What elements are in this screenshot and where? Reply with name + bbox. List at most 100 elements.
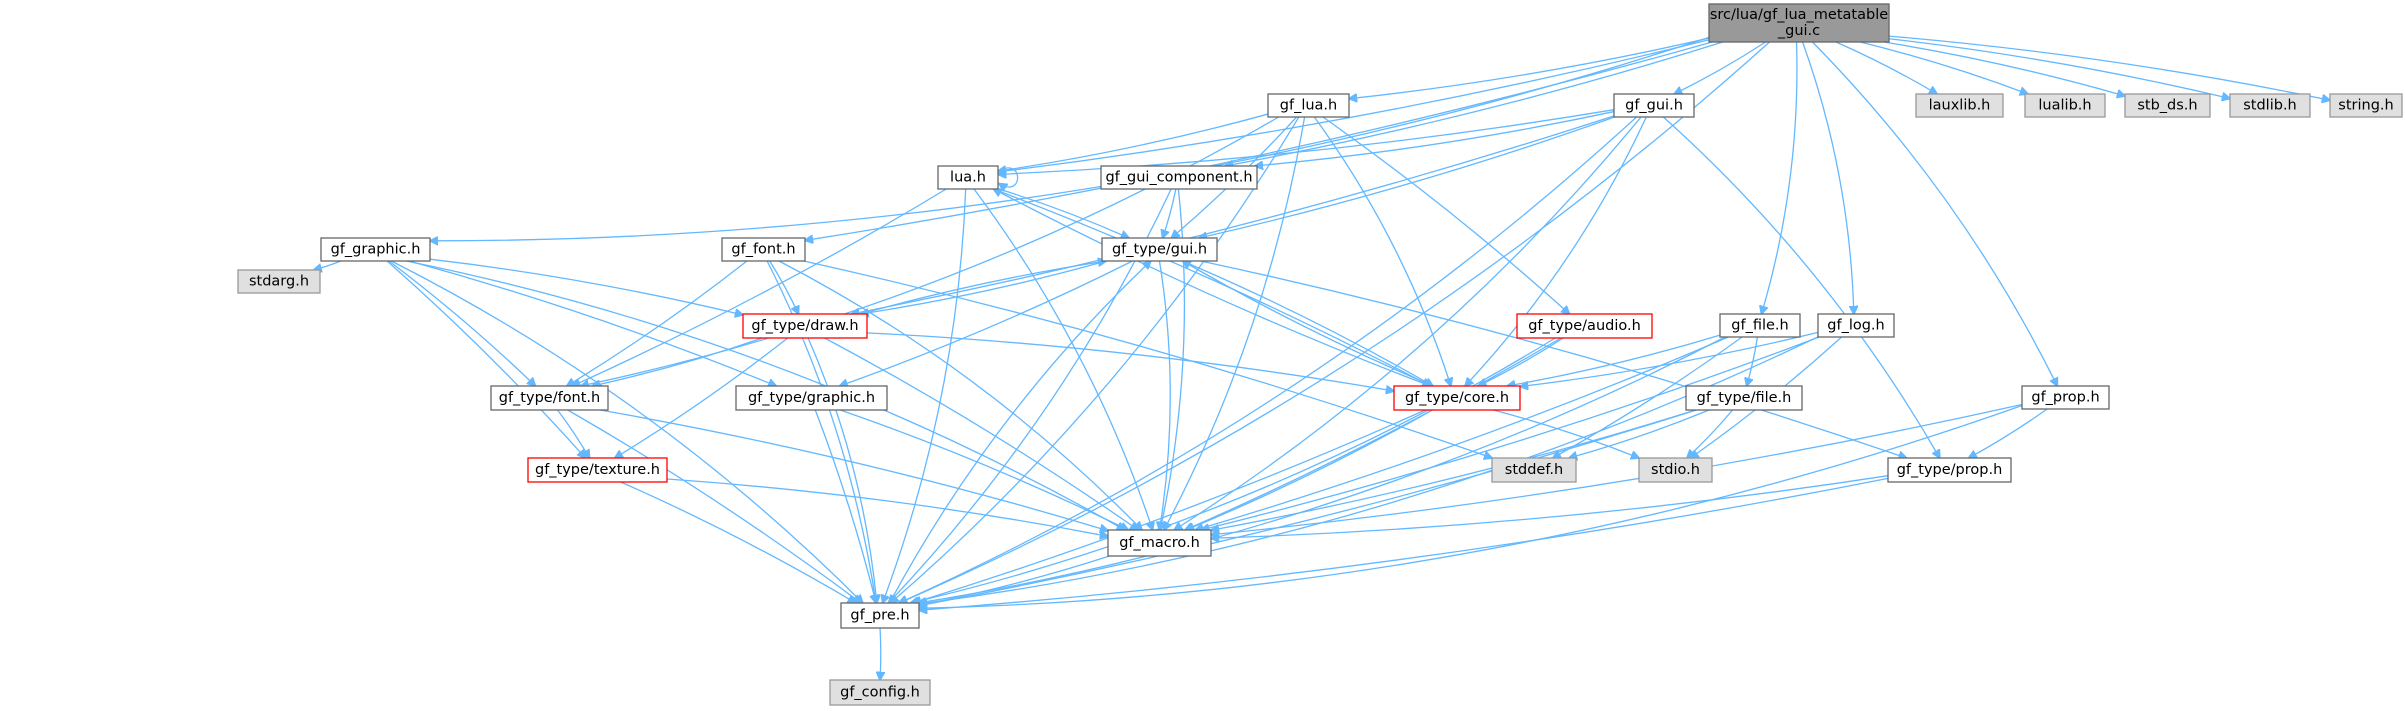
node-type_core[interactable]: gf_type/core.h bbox=[1393, 385, 1521, 411]
edge-gf_macro-to-gf_pre bbox=[919, 555, 1110, 605]
node-label-gf_graphic: gf_graphic.h bbox=[331, 242, 421, 258]
edge-gf_graphic-to-gf_pre bbox=[391, 260, 862, 603]
node-label-type_font: gf_type/font.h bbox=[499, 390, 601, 406]
edge-type_graphic-to-gf_macro bbox=[840, 409, 1128, 530]
edge-gf_graphic-to-type_draw bbox=[429, 258, 743, 315]
node-label-type_texture: gf_type/texture.h bbox=[535, 462, 660, 478]
node-lualib: lualib.h bbox=[2024, 93, 2106, 118]
node-gf_graphic[interactable]: gf_graphic.h bbox=[320, 237, 431, 262]
node-box-type_draw bbox=[742, 313, 868, 339]
edge-gf_graphic-to-stdarg bbox=[314, 260, 342, 270]
node-gf_lua[interactable]: gf_lua.h bbox=[1267, 93, 1350, 118]
node-box-stddef bbox=[1491, 457, 1577, 483]
edge-gf_file-to-gf_macro bbox=[1195, 336, 1729, 530]
edge-root-to-gf_lua bbox=[1349, 37, 1710, 99]
edge-type_texture-to-gf_macro bbox=[666, 478, 1108, 536]
node-box-gf_log bbox=[1817, 313, 1895, 338]
node-label-type_prop: gf_type/prop.h bbox=[1897, 462, 2003, 478]
node-type_graphic[interactable]: gf_type/graphic.h bbox=[735, 385, 888, 411]
edge-gf_font-to-gf_pre bbox=[766, 260, 876, 603]
edge-type_gui-to-type_prop bbox=[1200, 260, 1907, 458]
node-box-stdio bbox=[1638, 457, 1713, 483]
edge-type_core-to-stdio bbox=[1493, 409, 1639, 458]
node-label-lua: lua.h bbox=[950, 170, 986, 186]
node-label-string: string.h bbox=[2338, 98, 2393, 114]
edge-gf_font-to-type_draw bbox=[769, 260, 799, 314]
edge-root-to-lua bbox=[998, 39, 1710, 172]
edge-type_graphic-to-gf_pre bbox=[814, 409, 876, 603]
edge-type_draw-to-type_texture bbox=[615, 337, 789, 458]
node-type_file[interactable]: gf_type/file.h bbox=[1685, 385, 1803, 411]
node-label-lauxlib: lauxlib.h bbox=[1929, 98, 1991, 114]
node-stddef: stddef.h bbox=[1491, 457, 1577, 483]
node-gui_comp[interactable]: gf_gui_component.h bbox=[1100, 165, 1258, 190]
edge-gf_file-to-stddef bbox=[1553, 336, 1743, 458]
edge-gf_lua-to-type_core bbox=[1313, 116, 1451, 386]
node-label-root-0: src/lua/gf_lua_metatable bbox=[1710, 7, 1888, 23]
edge-type_font-to-gf_pre bbox=[567, 409, 861, 603]
edge-gf_font-to-gf_macro bbox=[778, 260, 1142, 530]
edge-root-to-stdlib bbox=[1888, 38, 2230, 99]
node-gf_gui[interactable]: gf_gui.h bbox=[1613, 93, 1695, 118]
node-root[interactable]: src/lua/gf_lua_metatable_gui.c bbox=[1708, 3, 1890, 43]
node-gf_font[interactable]: gf_font.h bbox=[721, 237, 806, 262]
edge-gf_gui-to-type_core bbox=[1465, 116, 1647, 386]
edge-gf_lua-to-gf_macro bbox=[1164, 116, 1306, 530]
node-box-stb_ds bbox=[2124, 93, 2211, 118]
node-label-gf_config: gf_config.h bbox=[840, 685, 920, 701]
edge-type_file-to-stddef bbox=[1569, 409, 1710, 458]
node-gf_prop[interactable]: gf_prop.h bbox=[2021, 385, 2110, 410]
node-label-gf_macro: gf_macro.h bbox=[1119, 535, 1200, 551]
node-type_font[interactable]: gf_type/font.h bbox=[490, 385, 609, 411]
edge-gf_graphic-to-gf_macro bbox=[406, 260, 1125, 530]
edge-type_core-to-type_gui bbox=[1183, 261, 1434, 387]
node-stb_ds: stb_ds.h bbox=[2124, 93, 2211, 118]
edge-root-to-string bbox=[1888, 35, 2330, 100]
node-type_texture[interactable]: gf_type/texture.h bbox=[527, 457, 668, 483]
edge-lua-to-gf_macro bbox=[973, 188, 1153, 530]
edge-root-to-gf_file bbox=[1761, 41, 1798, 314]
node-label-gf_lua: gf_lua.h bbox=[1280, 98, 1337, 114]
edge-type_draw-to-gf_macro bbox=[824, 337, 1139, 530]
node-type_draw[interactable]: gf_type/draw.h bbox=[742, 313, 868, 339]
edge-gf_file-to-gf_pre bbox=[918, 336, 1726, 603]
node-box-lua bbox=[937, 165, 999, 190]
node-type_gui[interactable]: gf_type/gui.h bbox=[1101, 237, 1218, 262]
node-box-root bbox=[1708, 3, 1890, 43]
node-type_prop[interactable]: gf_type/prop.h bbox=[1887, 457, 2012, 483]
node-box-gf_lua bbox=[1267, 93, 1350, 118]
edge-root-to-lauxlib bbox=[1835, 41, 1937, 94]
node-label-type_audio: gf_type/audio.h bbox=[1528, 318, 1641, 334]
node-box-type_graphic bbox=[735, 385, 888, 411]
node-gf_log[interactable]: gf_log.h bbox=[1817, 313, 1895, 338]
node-string: string.h bbox=[2329, 93, 2403, 118]
node-box-type_gui bbox=[1101, 237, 1218, 262]
node-box-type_file bbox=[1685, 385, 1803, 411]
node-lua[interactable]: lua.h bbox=[937, 165, 999, 190]
edge-gf_log-to-type_core bbox=[1520, 331, 1819, 386]
node-box-string bbox=[2329, 93, 2403, 118]
node-box-gui_comp bbox=[1100, 165, 1258, 190]
node-label-type_draw: gf_type/draw.h bbox=[751, 318, 858, 334]
node-label-stdarg: stdarg.h bbox=[249, 274, 309, 290]
edge-type_core-to-lua bbox=[994, 189, 1431, 387]
edge-gf_lua-to-lua bbox=[998, 113, 1269, 171]
edge-gf_gui-to-gf_macro bbox=[1174, 116, 1642, 530]
node-label-stddef: stddef.h bbox=[1505, 462, 1563, 478]
edge-gf_graphic-to-type_texture bbox=[386, 260, 585, 458]
node-label-stdlib: stdlib.h bbox=[2243, 98, 2297, 114]
node-gf_file[interactable]: gf_file.h bbox=[1719, 313, 1801, 338]
node-box-gf_prop bbox=[2021, 385, 2110, 410]
node-box-type_audio bbox=[1516, 313, 1653, 339]
node-gf_macro[interactable]: gf_macro.h bbox=[1107, 529, 1212, 557]
node-box-stdlib bbox=[2229, 93, 2311, 118]
edge-lua-to-type_font bbox=[572, 188, 947, 386]
edge-type_prop-to-gf_macro bbox=[1211, 475, 1889, 539]
node-gf_pre[interactable]: gf_pre.h bbox=[840, 602, 920, 629]
edge-type_gui-to-gf_macro bbox=[1160, 260, 1171, 530]
node-label-gf_file: gf_file.h bbox=[1731, 318, 1788, 334]
node-box-type_prop bbox=[1887, 457, 2012, 483]
edge-lua-to-gf_pre bbox=[883, 188, 967, 603]
node-type_audio[interactable]: gf_type/audio.h bbox=[1516, 313, 1653, 339]
